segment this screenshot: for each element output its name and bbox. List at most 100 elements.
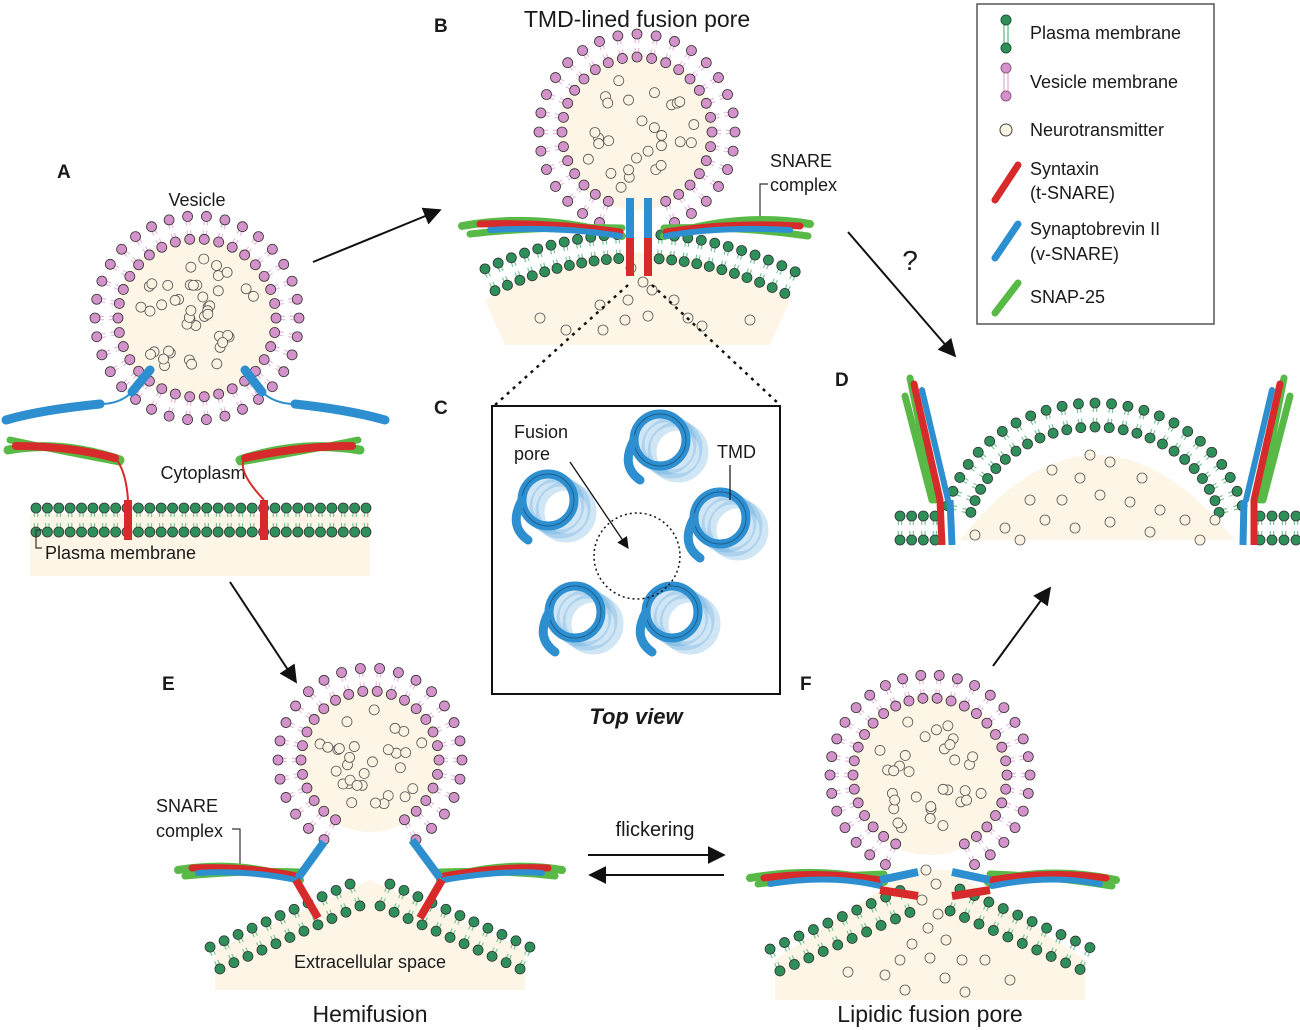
neurotransmitter-icon <box>211 260 222 271</box>
neurotransmitter-icon <box>1074 472 1086 484</box>
legend-item-vesicle-membrane: Vesicle membrane <box>1000 62 1178 102</box>
hemifusion-caption: Hemifusion <box>312 1001 427 1027</box>
neurotransmitter-icon <box>1104 516 1116 528</box>
arrow-a-to-b <box>312 207 442 263</box>
neurotransmitter-icon <box>922 922 934 934</box>
fusion-pore-pointer <box>569 461 629 549</box>
neurotransmitter-icon <box>240 283 252 295</box>
panel-a-letter: A <box>57 162 71 183</box>
panel-a: A Vesicle Cytoplasm Plasma membrane <box>1 162 390 563</box>
neurotransmitter-icon <box>322 741 334 753</box>
fusion-pore-label-2: pore <box>514 444 550 464</box>
panel-b-letter: B <box>434 16 448 37</box>
neurotransmitter-icon <box>623 164 634 176</box>
legend-item-neurotransmitter: Neurotransmitter <box>999 120 1164 140</box>
legend-label-vesicle-membrane: Vesicle membrane <box>1030 72 1178 92</box>
neurotransmitter-icon <box>416 737 428 749</box>
panel-d-letter: D <box>835 370 849 391</box>
panel-b-title: TMD-lined fusion pore <box>524 6 750 32</box>
panel-e-plasma-right <box>374 878 536 975</box>
panel-e-letter: E <box>162 674 175 695</box>
neurotransmitter-icon <box>888 803 900 815</box>
plasma-membrane-callout-line <box>35 529 42 549</box>
neurotransmitter-icon <box>937 820 949 831</box>
neurotransmitter-icon <box>902 716 914 728</box>
neurotransmitter-icon <box>1084 449 1096 461</box>
neurotransmitter-icon <box>919 731 931 743</box>
vesicle-membrane-lipid-icon <box>1000 62 1012 102</box>
neurotransmitter-icon <box>158 353 169 365</box>
neurotransmitter-icon <box>382 744 394 756</box>
neurotransmitter-icon <box>623 94 634 106</box>
neurotransmitter-icon <box>910 791 922 803</box>
tmd-label: TMD <box>717 442 756 462</box>
neurotransmitter-icon <box>613 75 625 87</box>
neurotransmitter-icon <box>603 135 615 147</box>
neurotransmitter-icon <box>906 938 918 950</box>
panel-f-vesicle-membrane <box>824 670 1036 870</box>
panel-e-neurotransmitters <box>314 704 428 810</box>
neurotransmitter-icon <box>198 253 210 265</box>
neurotransmitter-icon <box>185 261 197 273</box>
neurotransmitter-icon <box>187 279 199 291</box>
panel-c: C Fusion pore TMD Top view <box>434 398 781 729</box>
neurotransmitter-icon <box>367 756 378 768</box>
neurotransmitter-icon <box>959 785 971 797</box>
neurotransmitter-icon <box>674 96 686 108</box>
panel-a-synaptobrevin <box>1 365 390 425</box>
lipidic-pore-caption: Lipidic fusion pore <box>837 1001 1022 1027</box>
neurotransmitter-icon <box>649 87 660 99</box>
panel-e-snare-label-1: SNARE <box>156 796 218 816</box>
neurotransmitter-icon <box>163 345 174 357</box>
arrow-a-to-e <box>229 581 297 684</box>
panel-b-snare-label-2: complex <box>770 175 837 195</box>
neurotransmitter-icon <box>903 766 915 777</box>
neurotransmitter-icon <box>636 115 648 127</box>
neurotransmitter-icon <box>888 765 900 777</box>
panel-e-snare-callout-line <box>232 828 241 866</box>
legend-label-synaptobrevin-1: Synaptobrevin II <box>1030 219 1160 239</box>
panel-b: B TMD-lined fusion pore SNARE complex <box>434 6 837 406</box>
arrow-f-to-d <box>992 586 1052 667</box>
panel-f-snare-complexes <box>746 868 1120 900</box>
panel-b-extracellular <box>485 252 790 345</box>
lumen-layer <box>30 54 1235 1000</box>
neurotransmitter-icon <box>593 138 605 149</box>
neurotransmitter-icon <box>351 779 363 791</box>
panel-c-letter: C <box>434 398 448 419</box>
panel-a-neurotransmitters <box>135 253 259 372</box>
neurotransmitter-icon <box>156 299 168 311</box>
neurotransmitter-icon <box>1024 494 1036 506</box>
fusion-pore-circle <box>593 512 681 600</box>
neurotransmitter-icon <box>874 744 886 756</box>
neurotransmitter-icon <box>560 324 572 336</box>
panel-d-plasma-right <box>1254 510 1300 546</box>
tmd-helix <box>635 581 721 657</box>
neurotransmitter-icon <box>959 986 971 998</box>
neurotransmitter-icon <box>622 294 634 306</box>
neurotransmitter-icon <box>975 788 987 799</box>
neurotransmitter-icon <box>341 716 353 728</box>
zoom-line-right <box>651 284 781 406</box>
tmd-helix <box>623 409 709 485</box>
neurotransmitter-icon <box>1144 526 1156 538</box>
neurotransmitter-icon <box>930 878 942 890</box>
neurotransmitter-icon <box>211 358 223 370</box>
neurotransmitter-icon <box>889 794 901 806</box>
neurotransmitter-icon <box>582 153 594 165</box>
neurotransmitter-icon <box>597 324 609 336</box>
neurotransmitter-icon <box>333 743 345 754</box>
legend: Plasma membrane Vesicle membrane Neurotr… <box>976 3 1215 325</box>
panel-d-fused-membrane <box>942 397 1248 518</box>
panel-e-extracellular <box>215 880 525 990</box>
neurotransmitter-icon <box>217 337 229 348</box>
arrow-b-to-d <box>847 231 957 358</box>
panel-b-snare-complexes <box>458 198 814 276</box>
neurotransmitter-icon <box>631 152 642 164</box>
neurotransmitter-icon <box>407 783 419 795</box>
panel-b-snare-callout-line <box>759 183 768 222</box>
tmd-helix <box>511 469 597 545</box>
fusion-pore-label-1: Fusion <box>514 422 568 442</box>
legend-label-neurotransmitter: Neurotransmitter <box>1030 120 1164 140</box>
